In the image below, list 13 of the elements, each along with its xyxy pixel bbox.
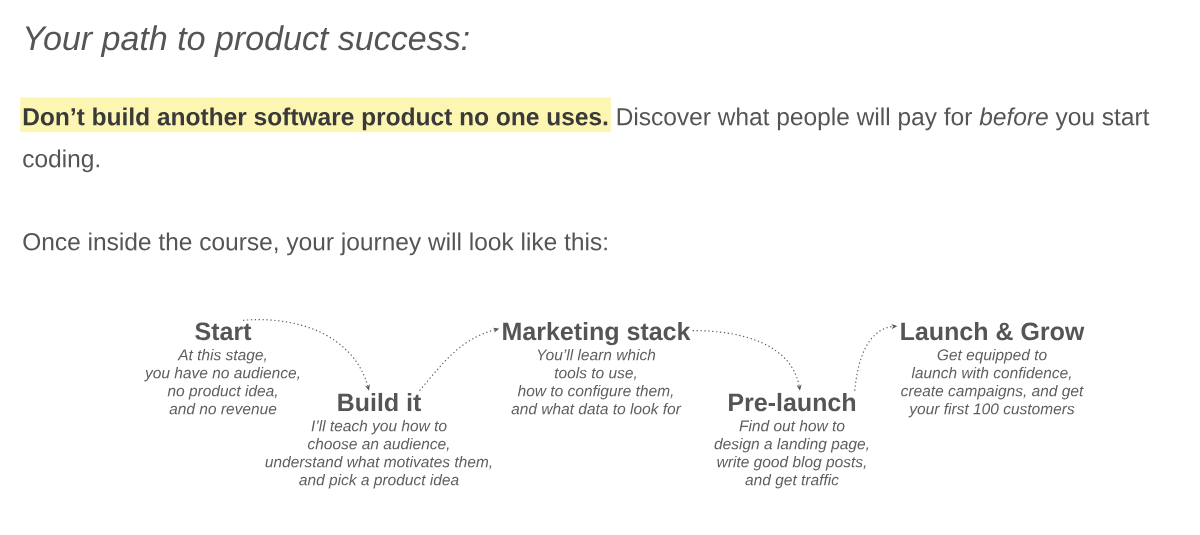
stage-description: I’ll teach you how to choose an audience, understand what motivates them, and pick a product idea (265, 419, 492, 489)
stage-description: Find out how to design a landing page, write good blog posts, and get traffic (714, 419, 869, 489)
stage-description: You’ll learn which tools to use, how to configure them, and what data to look for (511, 348, 682, 415)
stage-title: Marketing stack (503, 321, 691, 346)
page-heading: Your path to product success: (25, 25, 469, 58)
intro-text: Once inside the course, your journey will look like this: (23, 232, 607, 256)
stage-title: Launch & Grow (901, 321, 1085, 341)
stage-title: Pre-launch (729, 392, 856, 412)
stage-description: Get equipped to launch with confidence, create campaigns, and get your first 100 customers (901, 348, 1084, 418)
stage-description: At this stage, you have no audience, no product idea, and no revenue (144, 348, 300, 415)
stage-title: Start (195, 322, 252, 341)
stage-title: Build it (338, 392, 422, 412)
paragraph-text: Don’t build another software product no one uses. Discover what people will pay for before you start coding. (20, 97, 1150, 173)
